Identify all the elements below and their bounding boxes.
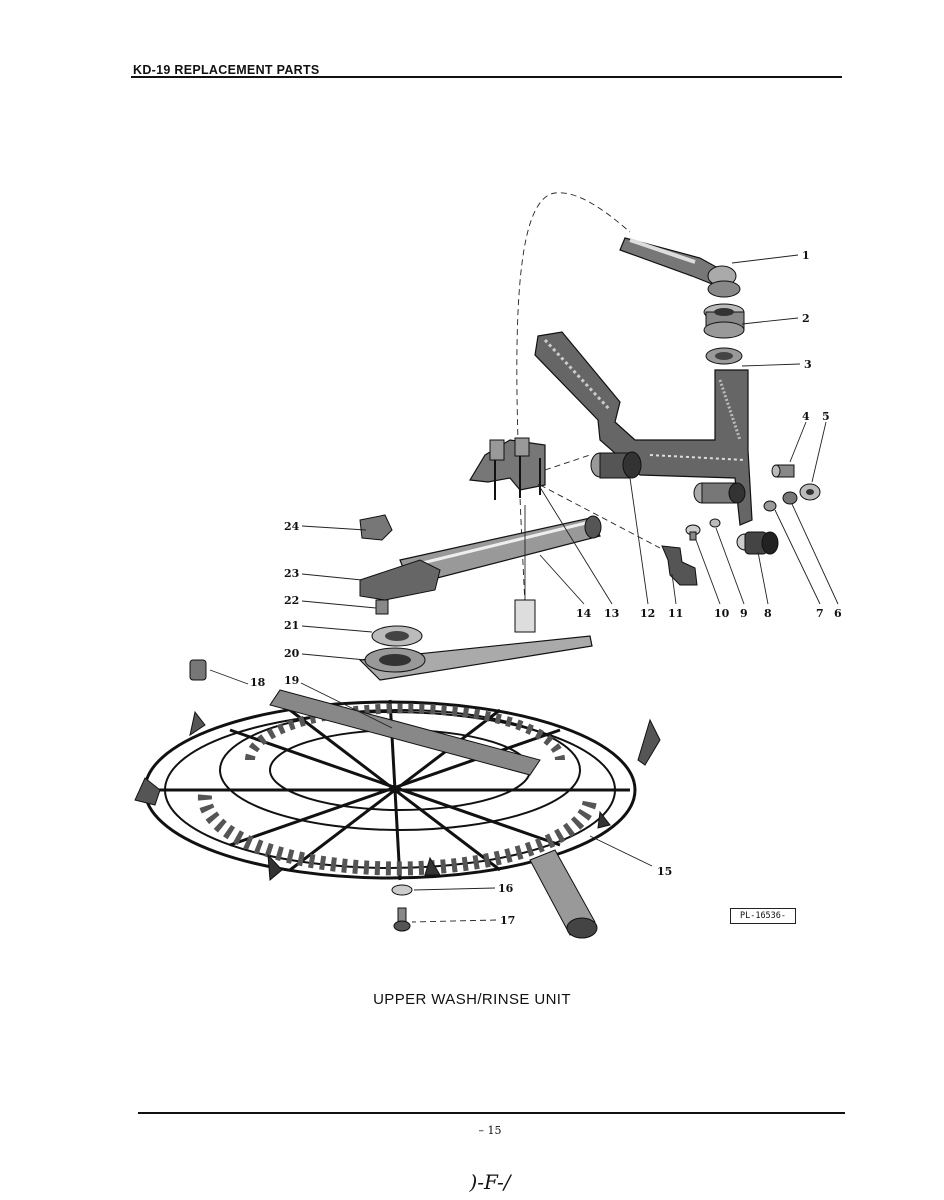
clip-part bbox=[661, 545, 698, 586]
callout-14: 14 bbox=[576, 607, 592, 620]
callout-11: 11 bbox=[668, 607, 683, 620]
screw-part bbox=[393, 907, 411, 932]
callout-19: 19 bbox=[284, 674, 299, 687]
callout-10: 10 bbox=[714, 607, 730, 620]
callout-13: 13 bbox=[604, 607, 619, 620]
callout-17: 17 bbox=[500, 914, 515, 927]
cap-part bbox=[736, 531, 779, 555]
fastener-set-part bbox=[763, 464, 821, 512]
wash-tube-part bbox=[359, 515, 602, 601]
bracket-stub-part bbox=[693, 482, 746, 504]
footer-rule bbox=[138, 1112, 845, 1114]
washer-part bbox=[391, 884, 413, 896]
mounting-bracket-part bbox=[469, 437, 546, 500]
header-rule bbox=[131, 76, 842, 78]
callout-24: 24 bbox=[284, 520, 300, 533]
callout-21: 21 bbox=[284, 619, 299, 632]
callout-1: 1 bbox=[802, 249, 810, 262]
callout-18: 18 bbox=[250, 676, 266, 689]
callout-8: 8 bbox=[764, 607, 772, 620]
callout-5: 5 bbox=[822, 410, 830, 423]
callout-12: 12 bbox=[640, 607, 655, 620]
rotating-rack-part bbox=[134, 689, 661, 882]
supply-tube-part bbox=[619, 237, 741, 298]
hose-path-guide bbox=[516, 192, 631, 606]
callout-7: 7 bbox=[816, 607, 824, 620]
latch-part bbox=[359, 514, 393, 615]
page-header-title: KD-19 REPLACEMENT PARTS bbox=[133, 63, 320, 77]
callout-9: 9 bbox=[740, 607, 748, 620]
callout-22: 22 bbox=[284, 594, 299, 607]
callout-2: 2 bbox=[802, 312, 810, 325]
screw-washer-part bbox=[685, 518, 721, 541]
figure-caption: UPPER WASH/RINSE UNIT bbox=[373, 991, 571, 1008]
feed-tube-part bbox=[529, 849, 598, 939]
callout-20: 20 bbox=[284, 647, 300, 660]
part-code-label: PL-16536- bbox=[730, 908, 796, 924]
seal-part bbox=[705, 347, 743, 365]
callout-4: 4 bbox=[802, 410, 810, 423]
retainer-clip-part bbox=[189, 659, 207, 681]
elbow-fitting-part bbox=[590, 451, 642, 479]
handwritten-note: )-F-/ bbox=[469, 1170, 511, 1194]
callout-6: 6 bbox=[834, 607, 842, 620]
callout-23: 23 bbox=[284, 567, 299, 580]
callout-leaders bbox=[209, 254, 839, 923]
page-number: – 15 bbox=[478, 1124, 502, 1137]
callout-16: 16 bbox=[498, 882, 514, 895]
callout-3: 3 bbox=[804, 358, 812, 371]
spray-arm-hub-part bbox=[358, 599, 593, 681]
manifold-bracket-part bbox=[534, 331, 753, 526]
grommet-part bbox=[703, 303, 745, 339]
bearing-ring-part bbox=[371, 625, 423, 647]
callout-15: 15 bbox=[657, 865, 672, 878]
